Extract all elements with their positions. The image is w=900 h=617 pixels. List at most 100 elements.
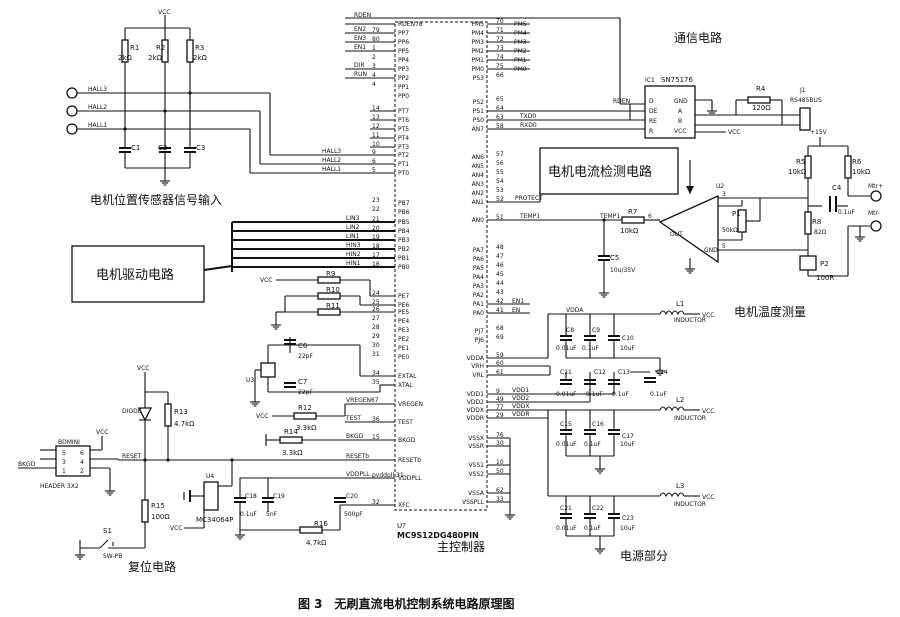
mcu-pin-num: 35 — [372, 379, 380, 386]
svg-text:EN1: EN1 — [354, 44, 366, 51]
mcu-pin-num: 16 — [372, 261, 380, 268]
mcu-pin-pt2: PT2 — [398, 152, 409, 159]
svg-text:HALL2: HALL2 — [322, 157, 341, 164]
mcu-pin-num: 32 — [372, 499, 380, 506]
svg-text:LIN2: LIN2 — [346, 224, 360, 231]
u4-voltage-supervisor: U4 MC34064P VCC — [170, 458, 234, 532]
mcu-pin-pt5: PT5 — [398, 126, 409, 133]
mcu-left-pin-labels: RDEN78PP779PP680PP51PP42PP33PP24PP14PP0P… — [370, 21, 423, 509]
mcu-pin-pb5: PB5 — [398, 219, 410, 226]
p1-val: 50kΩ — [722, 227, 738, 234]
mcu-pin-ps2: PS2 — [473, 99, 484, 106]
svg-text:VCC: VCC — [137, 365, 149, 372]
svg-text:HALL3: HALL3 — [322, 148, 341, 155]
mcu-pin-pj7: PJ7 — [475, 328, 484, 335]
svg-text:C22: C22 — [592, 505, 604, 512]
l2-ref: L2 — [676, 396, 684, 404]
r4-ref: R4 — [756, 85, 766, 93]
r5-val: 10kΩ — [788, 168, 807, 176]
mcu-pin-num: 30 — [372, 342, 380, 349]
mcu-pin-resetb: RESETb — [398, 457, 421, 464]
mcu-pin-vddr: VDDR — [466, 415, 484, 422]
mtr-minus-terminal — [870, 220, 882, 232]
mcu-pin-num: 14 — [372, 105, 380, 112]
j1-part: RS485BUS — [790, 97, 822, 104]
c6-val: 22pF — [298, 353, 313, 360]
mcu-pin-test: TEST — [397, 419, 413, 426]
c20-ref: C20 — [346, 493, 358, 500]
s1-ref: S1 — [103, 527, 112, 535]
mcu-pin-pb4: PB4 — [398, 228, 410, 235]
svg-text:C23: C23 — [622, 515, 634, 522]
svg-text:0.1uF: 0.1uF — [612, 391, 629, 398]
mcu-section-label: 主控制器 — [437, 540, 485, 554]
mcu-pin-an7: AN7 — [472, 126, 485, 133]
sn75176-chip — [644, 85, 696, 139]
r7-val: 10kΩ — [620, 227, 639, 235]
svg-text:BKGD: BKGD — [346, 433, 364, 440]
mcu-part-label: MC9S12DG480PIN — [397, 531, 479, 540]
mcu-pin-num: 41 — [496, 307, 504, 314]
mcu-pin-num: 25 — [372, 299, 380, 306]
mcu-pin-pt6: PT6 — [398, 117, 409, 124]
mcu-pin-num: 9 — [372, 149, 376, 156]
u2-opamp — [658, 194, 719, 264]
l3-ref: L3 — [676, 482, 684, 490]
c6-ref: C6 — [298, 342, 308, 350]
mcu-pin-num: 20 — [372, 225, 380, 232]
mcu-pin-xfc: XFC — [398, 502, 410, 509]
svg-text:VCC: VCC — [170, 525, 182, 532]
c1-ref: C1 — [131, 144, 140, 152]
c5-val: 10u/35V — [610, 267, 636, 274]
r2-ref: R2 — [156, 44, 165, 52]
mcu-pin-pb2: PB2 — [398, 246, 410, 253]
svg-text:GND: GND — [674, 98, 688, 105]
mcu-pin-num: 49 — [496, 396, 504, 403]
p2-ref: P2 — [820, 260, 829, 268]
u4-ref: U4 — [206, 473, 214, 480]
bdm-part: HEADER 3X2 — [40, 483, 79, 490]
svg-text:5: 5 — [62, 450, 66, 457]
svg-text:VDDR: VDDR — [512, 411, 530, 418]
mcu-pin-num: 46 — [496, 262, 504, 269]
mcu-pin-num: 18 — [372, 243, 380, 250]
mcu-pin-pb3: PB3 — [398, 237, 410, 244]
svg-text:0.1uF: 0.1uF — [584, 525, 601, 532]
mcu-pin-num: 76 — [496, 432, 504, 439]
svg-text:C9: C9 — [592, 327, 600, 334]
mcu-pin-ps1: PS1 — [473, 108, 484, 115]
mcu-pin-ps3: PS3 — [473, 75, 484, 82]
mcu-pin-pb7: PB7 — [398, 200, 410, 207]
svg-text:VDDPLL: VDDPLL — [346, 471, 370, 478]
svg-text:C11: C11 — [560, 369, 572, 376]
mcu-pin-vssr: VSSR — [468, 443, 484, 450]
mcu-pin-num: 3 — [372, 63, 376, 70]
vcc-label-hall: VCC — [158, 9, 170, 16]
mcu-pin-num: 29 — [372, 333, 380, 340]
mcu-pin-vrl: VRL — [472, 372, 484, 379]
mcu-pin-pa0: PA0 — [473, 310, 484, 317]
mcu-pin-num: 10 — [372, 141, 380, 148]
r4-val: 120Ω — [752, 104, 771, 112]
mcu-pin-num: 36 — [372, 416, 380, 423]
mcu-pin-pp6: PP6 — [398, 39, 409, 46]
svg-text:C21: C21 — [560, 505, 572, 512]
svg-text:C8: C8 — [566, 327, 574, 334]
mcu-pin-num: 55 — [496, 169, 504, 176]
mcu-pin-pa3: PA3 — [473, 283, 484, 290]
mcu-pin-num: 56 — [496, 160, 504, 167]
svg-text:B: B — [678, 118, 682, 125]
ic1-ref: IC1 — [645, 77, 655, 84]
mcu-pin-pe7: PE7 — [398, 293, 409, 300]
svg-text:0.1uF: 0.1uF — [582, 345, 599, 352]
mcu-pin-pe1: PE1 — [398, 345, 409, 352]
mcu-pin-net: PM4 — [514, 30, 527, 37]
svg-text:LIN3: LIN3 — [346, 215, 360, 222]
mcu-pin-num: pvddpll 31 — [372, 472, 404, 479]
svg-text:RDEN: RDEN — [613, 98, 630, 105]
r9-ref: R9 — [326, 270, 335, 278]
mcu-pin-pa2: PA2 — [473, 292, 484, 299]
c18-ref: C18 — [245, 493, 257, 500]
s1-part: SW-PB — [103, 553, 122, 560]
